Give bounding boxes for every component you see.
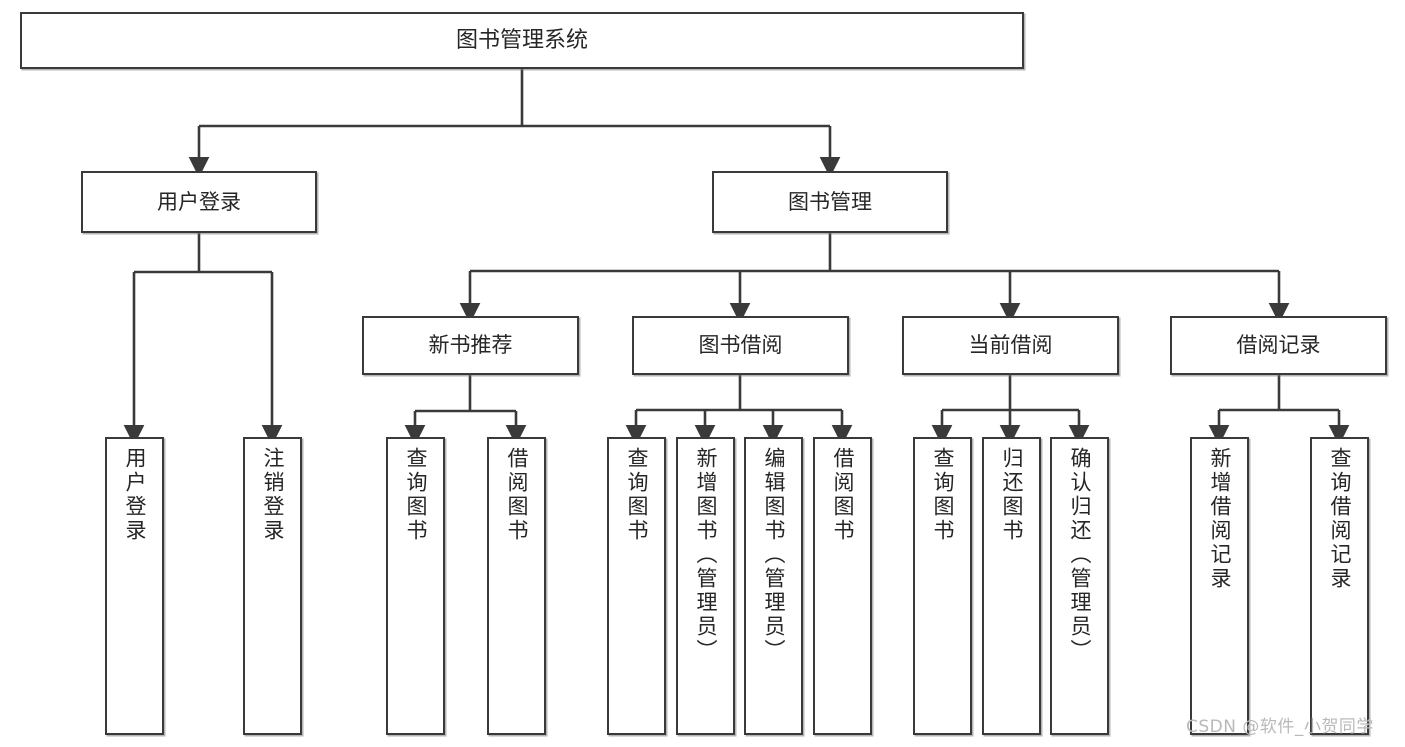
node-root-label: 图书管理系统	[455, 27, 588, 53]
leaf-logout-label: 注销登录	[261, 447, 285, 543]
node-root[interactable]: 图书管理系统	[20, 12, 1024, 69]
node-book-borrow[interactable]: 图书借阅	[632, 316, 849, 375]
leaf-query-book-recommend[interactable]: 查询图书	[386, 437, 445, 735]
leaf-add-borrow-record[interactable]: 新增借阅记录	[1190, 437, 1249, 735]
node-new-book-recommend[interactable]: 新书推荐	[362, 316, 579, 375]
node-book-borrow-label: 图书借阅	[698, 333, 783, 358]
node-user-login[interactable]: 用户登录	[81, 171, 317, 233]
leaf-return-book[interactable]: 归还图书	[982, 437, 1041, 735]
node-book-management-label: 图书管理	[788, 189, 872, 214]
node-user-login-label: 用户登录	[157, 189, 241, 214]
node-new-book-recommend-label: 新书推荐	[428, 333, 513, 358]
leaf-user-login[interactable]: 用户登录	[105, 437, 164, 735]
node-borrow-record-label: 借阅记录	[1236, 333, 1321, 358]
leaf-borrow-book[interactable]: 借阅图书	[813, 437, 872, 735]
leaf-add-borrow-record-label: 新增借阅记录	[1208, 447, 1232, 591]
leaf-confirm-return-admin-label: 确认归还（管理员）	[1068, 447, 1092, 663]
leaf-user-login-label: 用户登录	[123, 447, 147, 543]
leaf-borrow-book-recommend[interactable]: 借阅图书	[487, 437, 546, 735]
leaf-return-book-label: 归还图书	[1000, 447, 1024, 543]
leaf-query-book-current[interactable]: 查询图书	[913, 437, 972, 735]
leaf-query-borrow-record-label: 查询借阅记录	[1328, 447, 1352, 591]
leaf-confirm-return-admin[interactable]: 确认归还（管理员）	[1050, 437, 1109, 735]
node-borrow-record[interactable]: 借阅记录	[1170, 316, 1387, 375]
csdn-watermark: CSDN @软件_小贺同学	[1186, 717, 1374, 737]
leaf-add-book-admin[interactable]: 新增图书（管理员）	[676, 437, 735, 735]
node-current-borrow[interactable]: 当前借阅	[902, 316, 1119, 375]
leaf-query-book-recommend-label: 查询图书	[404, 447, 428, 543]
leaf-query-borrow-record[interactable]: 查询借阅记录	[1310, 437, 1369, 735]
leaf-query-book-borrow-label: 查询图书	[625, 447, 649, 543]
leaf-edit-book-admin[interactable]: 编辑图书（管理员）	[744, 437, 803, 735]
leaf-borrow-book-recommend-label: 借阅图书	[505, 447, 529, 543]
node-book-management[interactable]: 图书管理	[712, 171, 948, 233]
leaf-borrow-book-label: 借阅图书	[831, 447, 855, 543]
node-current-borrow-label: 当前借阅	[968, 333, 1053, 358]
leaf-query-book-borrow[interactable]: 查询图书	[607, 437, 666, 735]
leaf-logout[interactable]: 注销登录	[243, 437, 302, 735]
leaf-query-book-current-label: 查询图书	[931, 447, 955, 543]
leaf-edit-book-admin-label: 编辑图书（管理员）	[762, 447, 786, 663]
leaf-add-book-admin-label: 新增图书（管理员）	[694, 447, 718, 663]
